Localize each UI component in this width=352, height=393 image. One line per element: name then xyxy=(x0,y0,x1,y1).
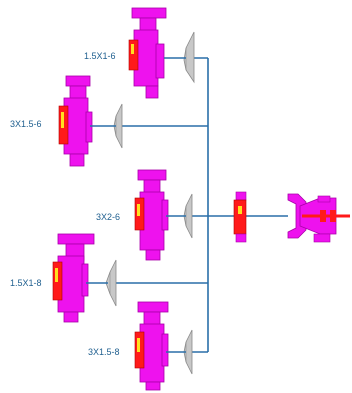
connector-lines xyxy=(112,57,288,353)
impeller-icon xyxy=(58,105,69,145)
pump-label: 3X2-6 xyxy=(96,212,120,222)
pump-label: 1.5X1-6 xyxy=(84,51,116,61)
pump-2: 3X1.5-6 xyxy=(10,75,123,167)
impeller-icon xyxy=(134,197,145,231)
pump-label: 3X1.5-6 xyxy=(10,119,42,129)
pump-5: 3X1.5-8 xyxy=(88,301,193,391)
power-end-icon xyxy=(287,193,350,243)
pump-1: 1.5X1-6 xyxy=(84,7,195,99)
pump-label: 3X1.5-8 xyxy=(88,347,120,357)
pump-3: 3X2-6 xyxy=(96,169,193,261)
impeller-icon xyxy=(128,39,139,71)
volute-icon xyxy=(105,259,117,307)
volute-icon xyxy=(183,31,195,84)
pump-4: 1.5X1-8 xyxy=(10,233,117,323)
impeller-icon xyxy=(52,261,63,301)
pump-casing-icon xyxy=(57,233,95,323)
pump-label: 1.5X1-8 xyxy=(10,278,42,288)
bearing-frame-adapter-icon xyxy=(233,191,247,243)
impeller-icon xyxy=(134,331,145,369)
